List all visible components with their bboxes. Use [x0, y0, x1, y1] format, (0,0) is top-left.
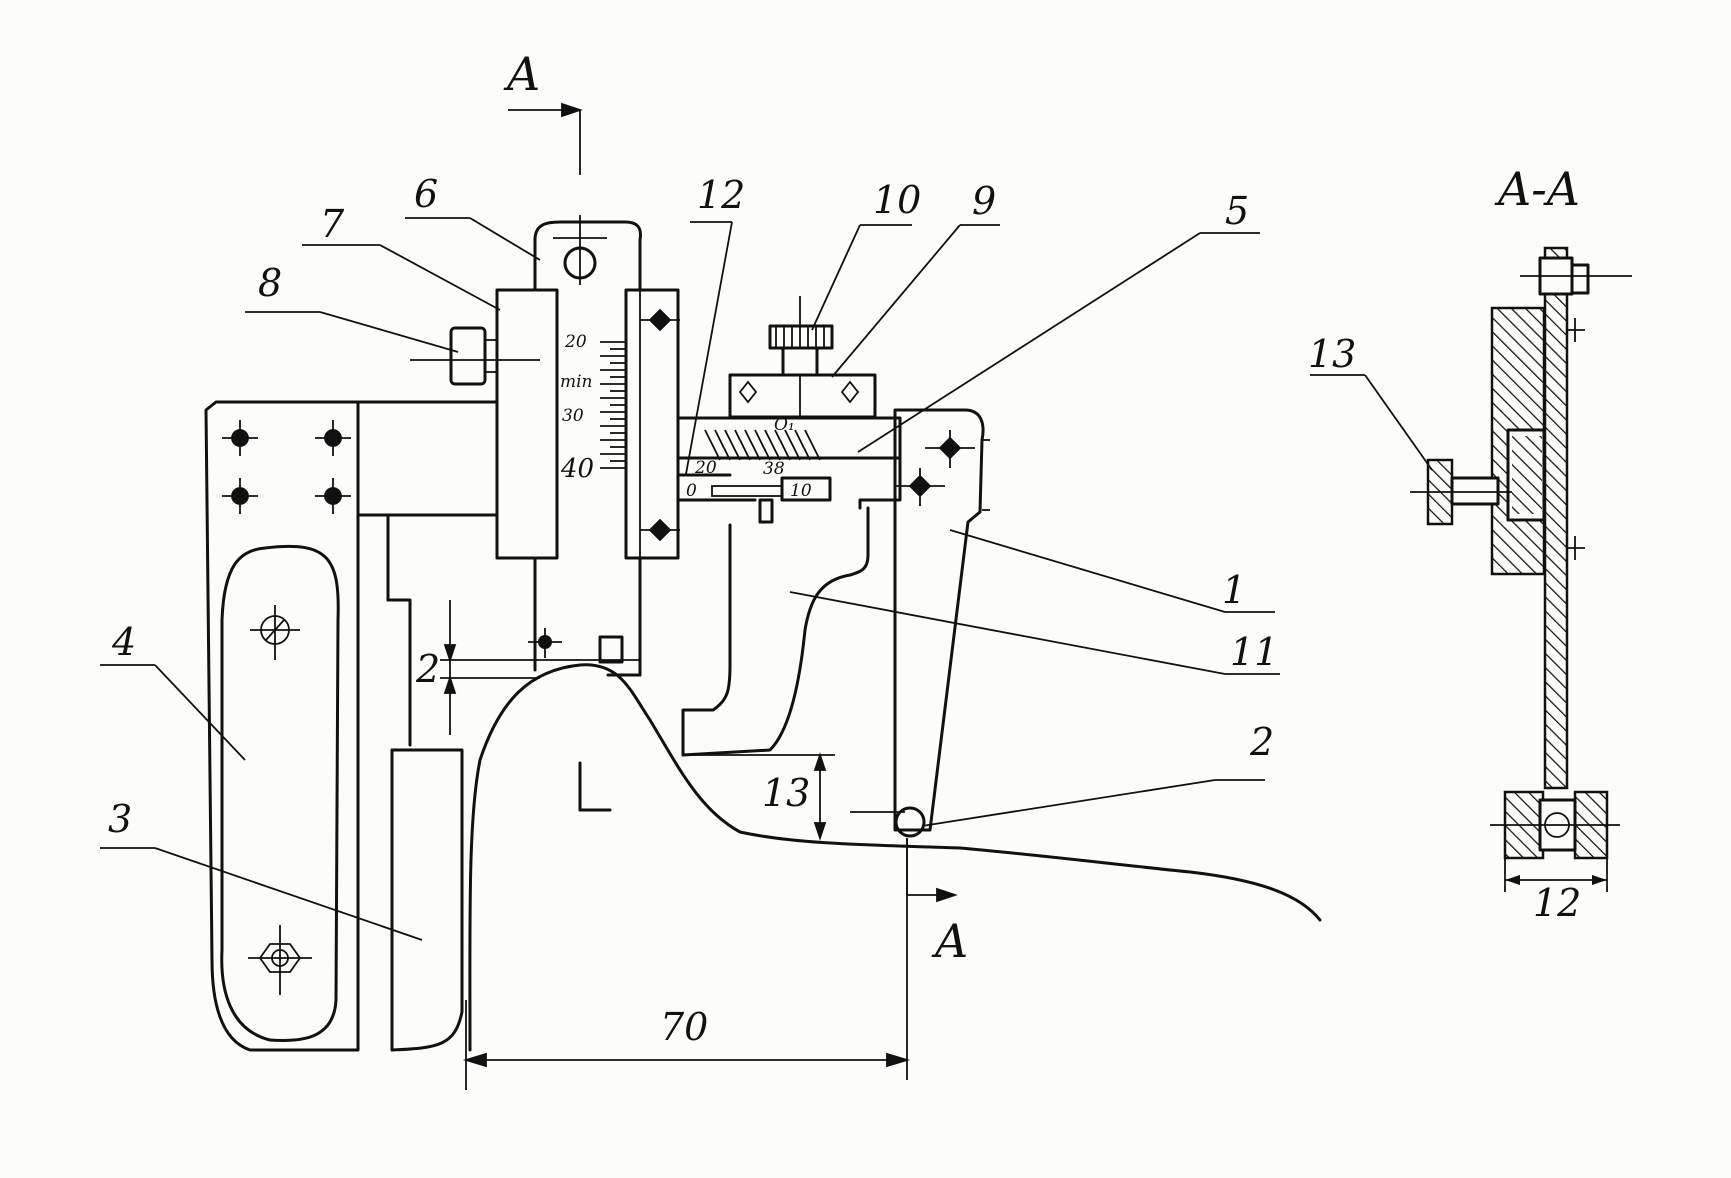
callout-9: 9 [972, 179, 996, 223]
part-7-slide [495, 288, 559, 560]
callout-11: 11 [1230, 630, 1278, 674]
part-4-frame [204, 400, 502, 1052]
vernier-o1: O₁ [774, 415, 795, 435]
callout-4: 4 [111, 620, 136, 664]
part-8-knob [449, 326, 487, 386]
vernier-20: 20 [694, 458, 717, 478]
workpiece-profile [468, 663, 1322, 1052]
part-11-hook [681, 506, 870, 757]
part-10-knob [768, 324, 834, 350]
scale-label-30: 30 [562, 406, 584, 426]
part-6-frame [533, 220, 642, 677]
dim-width-value: 70 [660, 1005, 708, 1049]
vernier-0: 0 [686, 481, 697, 501]
part-12-rail [624, 288, 680, 560]
vernier-38: 38 [763, 459, 785, 479]
section-view-title: A-A [1494, 162, 1580, 216]
scale-label-40: 40 [560, 454, 594, 484]
callout-10: 10 [873, 178, 921, 222]
dim-height [683, 752, 835, 841]
callout-7: 7 [320, 202, 345, 246]
dim-height-value: 13 [762, 771, 810, 815]
callout-12: 12 [697, 173, 745, 217]
scale-label-min: min [560, 372, 593, 392]
dim-width [462, 838, 911, 1090]
callout-5: 5 [1225, 189, 1249, 233]
vernier-10: 10 [790, 481, 812, 501]
section-label-bottom: A [931, 914, 968, 968]
callout-2-right: 2 [1249, 720, 1274, 764]
section-marker-top [508, 102, 583, 175]
section-callout-13: 13 [1308, 332, 1356, 376]
dim-gap [440, 600, 640, 735]
section-dim-12: 12 [1533, 881, 1581, 925]
callout-3: 3 [108, 797, 132, 841]
section-view [1410, 246, 1632, 892]
callout-6: 6 [414, 172, 438, 216]
section-label-top: A [503, 47, 540, 101]
callout-8: 8 [258, 261, 282, 305]
part-3-block [390, 748, 464, 1052]
part-1-jaw [893, 408, 985, 832]
section-marker-bottom [906, 838, 958, 903]
part-6-scale [600, 341, 625, 469]
callout-1: 1 [1222, 568, 1246, 612]
callout-leaders [100, 217, 1280, 941]
dim-gap-value: 2 [415, 647, 440, 691]
scale-label-20: 20 [564, 332, 587, 352]
